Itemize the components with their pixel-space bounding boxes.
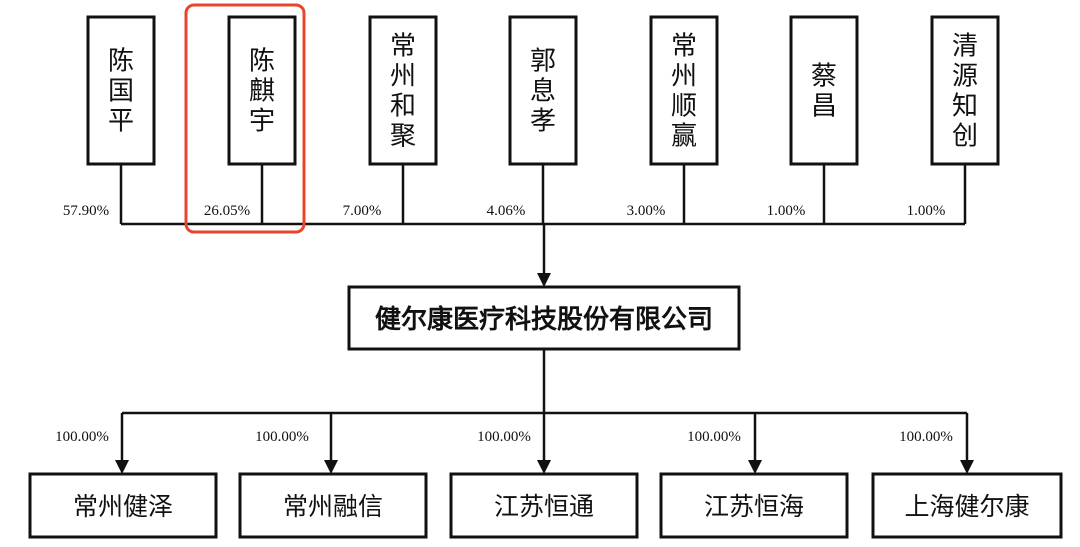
shareholder-box [649,15,719,166]
shareholder-box [368,15,438,166]
arrow-head [324,460,338,474]
subsidiary-pct: 100.00% [899,429,953,445]
shareholding-pct: 4.06% [487,203,526,219]
shareholder-box [930,15,1000,166]
shareholder-box [789,15,859,166]
subsidiary-name: 江苏恒海 [704,492,804,521]
shareholder-name: 常州和聚 [390,32,416,152]
subsidiary-pct: 100.00% [687,429,741,445]
shareholder-name: 郭息孝 [530,47,556,137]
subsidiary-box [659,472,849,539]
subsidiary-pct: 100.00% [255,429,309,445]
subsidiary-box [449,472,639,539]
subsidiary-box [238,472,428,539]
shareholder-name: 蔡昌 [811,62,837,122]
arrow-head [537,460,551,474]
arrow-head [960,460,974,474]
shareholding-pct: 3.00% [627,203,666,219]
subsidiary-pct: 100.00% [55,429,109,445]
company-name: 健尔康医疗科技股份有限公司 [375,304,713,335]
highlight-frame [184,3,306,234]
shareholding-pct: 1.00% [767,203,806,219]
shareholder-box [86,15,156,166]
shareholder-name: 陈麒宇 [249,47,275,137]
subsidiary-name: 上海健尔康 [904,492,1029,521]
shareholding-pct: 26.05% [204,203,250,219]
subsidiary-box [28,472,218,539]
shareholder-name: 陈国平 [108,47,134,137]
arrow-head [748,460,762,474]
arrow-head [115,460,129,474]
shareholder-name: 常州顺赢 [671,32,697,152]
subsidiary-pct: 100.00% [477,429,531,445]
shareholding-pct: 57.90% [63,203,109,219]
shareholder-name: 清源知创 [952,32,978,152]
shareholding-pct: 7.00% [343,203,382,219]
subsidiary-name: 常州融信 [283,492,383,521]
subsidiary-name: 江苏恒通 [494,492,594,521]
subsidiary-box [871,472,1063,539]
arrow-head [537,273,551,287]
subsidiary-name: 常州健泽 [73,492,173,521]
shareholder-box [227,15,297,166]
shareholding-pct: 1.00% [907,203,946,219]
